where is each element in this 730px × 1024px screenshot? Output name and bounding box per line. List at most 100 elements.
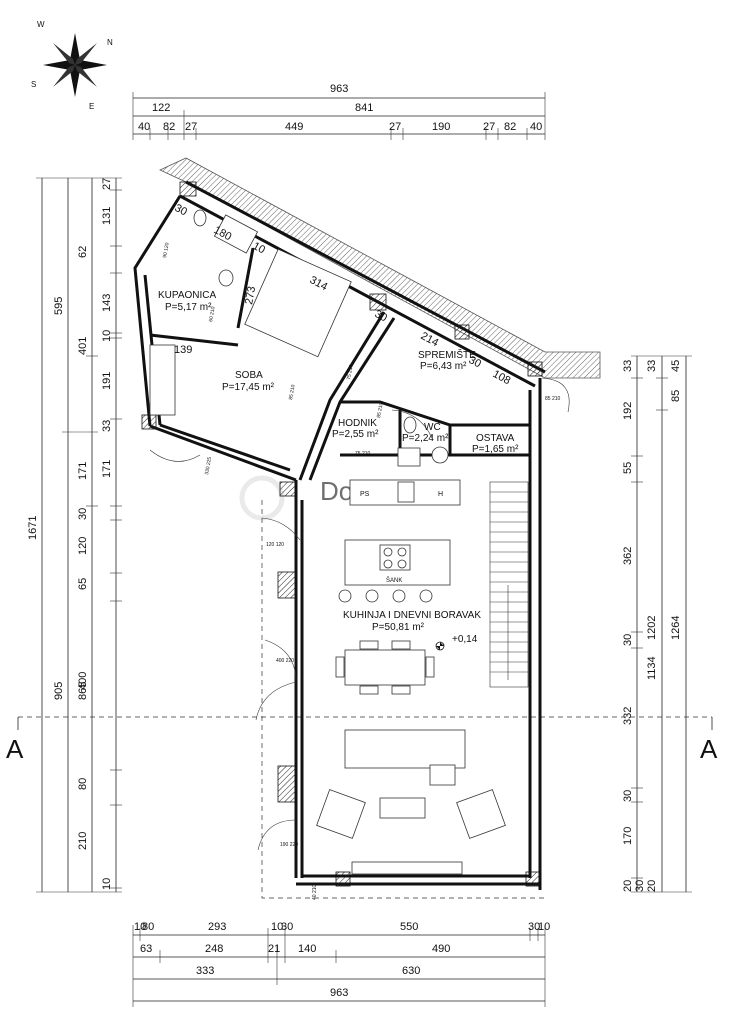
dim-bottom-row1-0: 10 xyxy=(134,921,146,933)
wardrobe xyxy=(149,344,176,416)
compass-w: W xyxy=(37,20,45,29)
dim-top-overall: 963 xyxy=(330,83,348,95)
dim-right-col4-6: 332 xyxy=(622,707,634,725)
dim-left-col3-2: 865 xyxy=(77,682,89,700)
dim-right-col4-5: 30 xyxy=(622,634,634,646)
room-area-soba: P=17,45 m² xyxy=(222,382,275,393)
dim-top-row3-0: 40 xyxy=(138,121,150,133)
dim-left-overall: 1671 xyxy=(27,516,39,540)
label-level: +0,14 xyxy=(452,634,478,645)
interior-dim-3: 273 xyxy=(243,285,258,305)
sink xyxy=(218,269,234,287)
dim-left-col4-7: 171 xyxy=(101,460,113,478)
dim-left-col4-4: 10 xyxy=(101,330,113,342)
opening-2: 85 210 xyxy=(288,384,297,400)
walls xyxy=(133,157,601,899)
opening-9: 190 220 xyxy=(280,842,298,848)
dim-top-row2-1: 841 xyxy=(355,102,373,114)
dim-bottom-row1-6: 30 xyxy=(528,921,540,933)
dim-top-row3-7: 82 xyxy=(504,121,516,133)
dim-bottom-row1-4: 30 xyxy=(281,921,293,933)
dimension-top: 963 122 841 40 82 27 449 27 190 27 82 40 xyxy=(132,83,546,140)
compass-s: S xyxy=(31,80,36,89)
room-name-wc: WC xyxy=(424,422,441,433)
wc-toilet xyxy=(403,416,417,434)
dimension-right: 33 33 45 192 85 55 362 30 1202 1264 1134… xyxy=(622,355,692,893)
compass-e: E xyxy=(89,102,94,111)
dim-bottom-row2-0: 63 xyxy=(140,943,152,955)
compass-n: N xyxy=(107,38,113,47)
room-area-kuhinja: P=50,81 m² xyxy=(372,622,425,633)
column-hatch xyxy=(179,181,197,197)
dim-left-col4-5: 191 xyxy=(101,372,113,390)
dim-right-col4-10: 30 xyxy=(634,880,646,892)
room-name-soba: SOBA xyxy=(235,370,263,381)
doors xyxy=(149,377,570,851)
dim-bottom-row1-1: 80 xyxy=(142,921,154,933)
dim-left-col2-1: 905 xyxy=(53,682,65,700)
dim-right-col4-1: 45 xyxy=(670,360,682,372)
toilet xyxy=(193,209,207,227)
wc-sink xyxy=(397,447,421,467)
dim-bottom-row2-1: 248 xyxy=(205,943,223,955)
opening-labels: 90 120 60 210 85 210 75 210 85 210 85 21… xyxy=(162,242,560,900)
dim-left-col4-9: 120 xyxy=(77,537,89,555)
dim-right-col4-7: 30 xyxy=(622,790,634,802)
label-sank: ŠANK xyxy=(386,577,402,584)
bathtub xyxy=(213,214,259,254)
dim-right-col2-0: 1202 xyxy=(646,616,658,640)
dim-bottom-row1-2: 293 xyxy=(208,921,226,933)
dim-top-row3-1: 82 xyxy=(163,121,175,133)
dim-bottom-row1-3: 10 xyxy=(271,921,283,933)
dim-right-col4-9: 20 xyxy=(622,880,634,892)
bed xyxy=(244,248,352,358)
dim-right-col4-8: 170 xyxy=(622,827,634,845)
label-h: H xyxy=(438,491,443,498)
section-line: A A xyxy=(6,716,718,764)
washing-machine xyxy=(431,446,449,464)
dim-bottom-row2-3: 140 xyxy=(298,943,316,955)
compass-rose: W N S E xyxy=(31,20,113,111)
room-area-kupaonica: P=5,17 m² xyxy=(165,302,212,313)
dim-right-col4-2: 192 xyxy=(622,402,634,420)
dim-left-col4-10: 65 xyxy=(77,578,89,590)
interior-dim-2: 10 xyxy=(251,240,267,256)
label-ps: PS xyxy=(360,491,370,498)
dim-bottom-row2-2: 21 xyxy=(268,943,280,955)
dim-right-col4-11: 20 xyxy=(646,880,658,892)
opening-3: 75 210 xyxy=(346,364,355,380)
dim-bottom-row2-4: 490 xyxy=(432,943,450,955)
dim-left-col4-3: 143 xyxy=(101,294,113,312)
room-area-hodnik: P=2,55 m² xyxy=(332,429,379,440)
section-marker-left: A xyxy=(6,734,24,764)
opening-10: 40 210 xyxy=(312,884,318,900)
dimension-left: 1671 595 905 401 171 865 27 131 62 143 1… xyxy=(27,177,122,893)
opening-1: 60 210 xyxy=(208,306,217,322)
armchair xyxy=(456,789,506,839)
dim-right-col4-4: 362 xyxy=(622,547,634,565)
room-area-ostava: P=1,65 m² xyxy=(472,444,519,455)
dim-bottom-row3-0: 333 xyxy=(196,965,214,977)
interior-dim-5: 139 xyxy=(174,344,192,356)
dim-left-col3-0: 401 xyxy=(77,337,89,355)
section-marker-right: A xyxy=(700,734,718,764)
room-area-spremiste: P=6,43 m² xyxy=(420,361,467,372)
fixture-labels: PS H ŠANK +0,14 xyxy=(360,491,478,651)
opening-0: 90 120 xyxy=(162,242,171,258)
room-name-ostava: OSTAVA xyxy=(476,433,515,444)
dining-table xyxy=(344,649,426,686)
dim-left-col4-1: 131 xyxy=(101,207,113,225)
dim-left-col4-8: 30 xyxy=(77,508,89,520)
armchair xyxy=(316,789,366,839)
opening-8: 400 220 xyxy=(276,658,294,664)
dimension-bottom: 10 80 293 10 30 550 30 10 63 248 21 140 … xyxy=(132,921,550,1007)
opening-7: 120 120 xyxy=(266,542,284,548)
dim-bottom-overall: 963 xyxy=(330,987,348,999)
dim-top-row3-6: 27 xyxy=(483,121,495,133)
dim-left-col2-0: 595 xyxy=(53,297,65,315)
room-area-wc: P=2,24 m² xyxy=(402,433,449,444)
opening-4: 85 210 xyxy=(376,402,385,418)
dim-left-col4-0: 27 xyxy=(101,178,113,190)
dim-left-col4-13: 210 xyxy=(77,832,89,850)
